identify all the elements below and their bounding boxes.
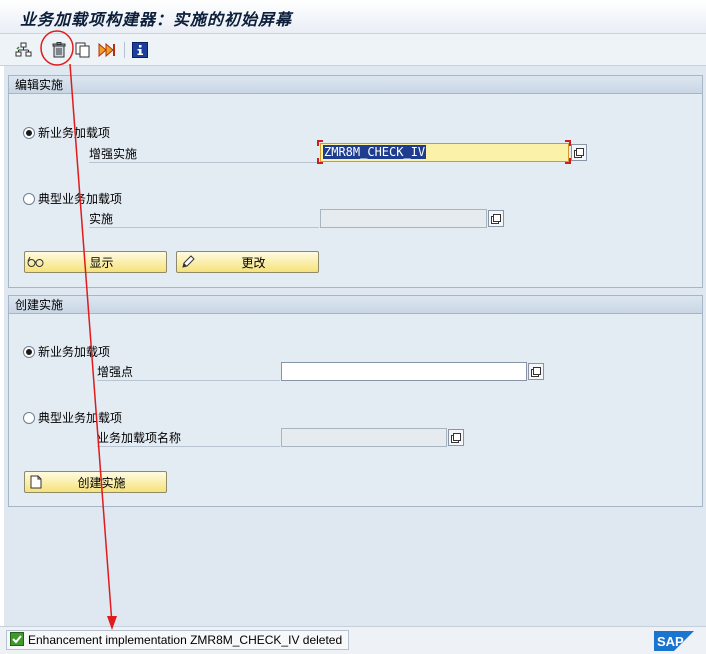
radio-new-badi-edit[interactable]: 新业务加载项 xyxy=(23,124,110,141)
new-document-icon xyxy=(25,475,47,489)
sap-logo: SAP xyxy=(654,631,694,651)
label-enhancement-implementation: 增强实施 xyxy=(89,145,319,163)
toolbar-separator xyxy=(124,42,125,58)
radio-label: 典型业务加载项 xyxy=(38,411,123,425)
focus-corner xyxy=(565,158,571,164)
info-icon[interactable] xyxy=(130,40,150,60)
radio-button[interactable] xyxy=(23,192,35,205)
button-label: 创建实施 xyxy=(77,475,126,490)
value-help-icon[interactable] xyxy=(448,429,464,446)
title-bar: 业务加载项构建器：实施的初始屏幕 xyxy=(0,0,706,34)
success-check-icon xyxy=(10,631,24,649)
copy-icon[interactable] xyxy=(73,40,93,60)
implementation-input[interactable] xyxy=(320,209,487,228)
input-value: ZMR8M_CHECK_IV xyxy=(323,145,427,159)
radio-classic-badi-edit[interactable]: 典型业务加载项 xyxy=(23,190,122,207)
radio-button[interactable] xyxy=(23,126,35,139)
sap-logo-text: SAP xyxy=(657,634,684,649)
focus-corner xyxy=(565,140,571,146)
radio-label: 新业务加载项 xyxy=(38,126,111,140)
value-help-icon[interactable] xyxy=(488,210,504,227)
trash-icon[interactable] xyxy=(49,40,69,60)
label-text: 增强点 xyxy=(97,365,134,379)
label-text: 实施 xyxy=(89,212,114,226)
content-area: 编辑实施 新业务加载项 增强实施 ZMR8M_CHECK_IV 典型业务加载项 … xyxy=(4,66,706,626)
label-text: 增强实施 xyxy=(89,147,138,161)
group-title-edit: 编辑实施 xyxy=(9,76,702,94)
status-bar: Enhancement implementation ZMR8M_CHECK_I… xyxy=(0,626,706,654)
radio-button[interactable] xyxy=(23,345,35,358)
button-label: 显示 xyxy=(89,255,114,270)
page-title: 业务加载项构建器：实施的初始屏幕 xyxy=(20,10,293,29)
label-text: 业务加载项名称 xyxy=(97,431,182,445)
edit-implementation-group: 编辑实施 新业务加载项 增强实施 ZMR8M_CHECK_IV 典型业务加载项 … xyxy=(8,75,703,288)
glasses-icon xyxy=(25,256,47,268)
application-toolbar xyxy=(0,34,706,66)
display-button[interactable]: 显示 xyxy=(24,251,167,273)
enhancement-implementation-input[interactable]: ZMR8M_CHECK_IV xyxy=(320,143,569,162)
badi-name-input[interactable] xyxy=(281,428,447,447)
execute-icon[interactable] xyxy=(97,40,117,60)
button-label: 更改 xyxy=(241,255,266,270)
enhancement-point-input[interactable] xyxy=(281,362,527,381)
group-title-create: 创建实施 xyxy=(9,296,702,314)
status-message[interactable]: Enhancement implementation ZMR8M_CHECK_I… xyxy=(6,630,349,650)
radio-classic-badi-create[interactable]: 典型业务加载项 xyxy=(23,409,122,426)
label-badi-name: 业务加载项名称 xyxy=(97,429,280,447)
status-text: Enhancement implementation ZMR8M_CHECK_I… xyxy=(28,633,343,647)
create-implementation-group: 创建实施 新业务加载项 增强点 典型业务加载项 业务加载项名称 xyxy=(8,295,703,507)
hierarchy-icon[interactable] xyxy=(14,40,34,60)
label-implementation: 实施 xyxy=(89,210,319,228)
label-enhancement-point: 增强点 xyxy=(97,363,280,381)
focus-corner xyxy=(317,158,323,164)
create-implementation-button[interactable]: 创建实施 xyxy=(24,471,167,493)
radio-label: 典型业务加载项 xyxy=(38,192,123,206)
radio-button[interactable] xyxy=(23,411,35,424)
value-help-icon[interactable] xyxy=(571,144,587,161)
radio-label: 新业务加载项 xyxy=(38,345,111,359)
focus-corner xyxy=(317,140,323,146)
pencil-icon xyxy=(177,255,199,269)
radio-new-badi-create[interactable]: 新业务加载项 xyxy=(23,343,110,360)
value-help-icon[interactable] xyxy=(528,363,544,380)
change-button[interactable]: 更改 xyxy=(176,251,319,273)
